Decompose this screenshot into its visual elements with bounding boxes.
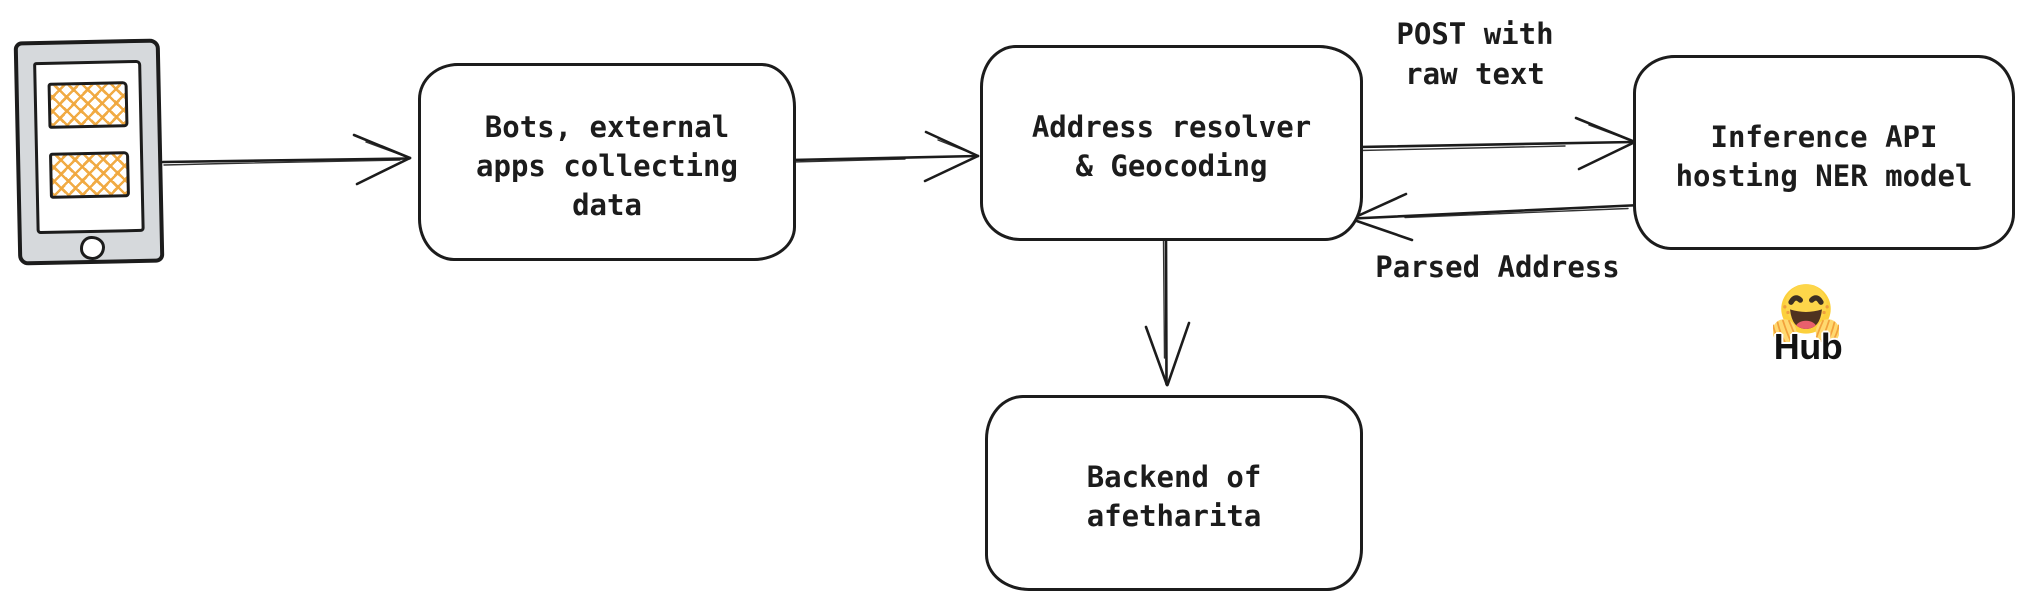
node-bots-external-apps: Bots, external apps collecting data	[418, 63, 796, 261]
node-label: Backend of afetharita	[1086, 460, 1262, 533]
screen-card-top	[47, 81, 129, 129]
node-label: Address resolver & Geocoding	[1031, 110, 1312, 183]
home-button-icon	[79, 235, 106, 261]
arrow-inference-to-resolver	[1349, 192, 1643, 242]
node-label: Bots, external apps collecting data	[476, 109, 738, 222]
screen-card-bottom	[49, 151, 130, 199]
mobile-device-icon	[13, 38, 165, 266]
device-screen	[33, 59, 145, 235]
arrow-device-to-bots	[161, 133, 412, 186]
arrow-bots-to-resolver	[789, 130, 980, 183]
node-address-resolver: Address resolver & Geocoding	[980, 45, 1363, 241]
edge-label-parsed-address: Parsed Address	[1375, 250, 1620, 284]
left-hand	[1773, 319, 1797, 344]
right-hand	[1815, 319, 1839, 344]
edge-label-post-raw-text: POST with raw text	[1396, 17, 1554, 91]
hugging-face-emoji	[1773, 284, 1839, 344]
node-inference-api: Inference API hosting NER model	[1633, 55, 2015, 250]
arrow-resolver-to-backend	[1144, 234, 1191, 387]
arrow-resolver-to-inference	[1356, 116, 1637, 171]
hub-label: Hub	[1773, 326, 1843, 367]
node-backend-afetharita: Backend of afetharita	[985, 395, 1363, 591]
node-label: Inference API hosting NER model	[1675, 119, 1973, 193]
